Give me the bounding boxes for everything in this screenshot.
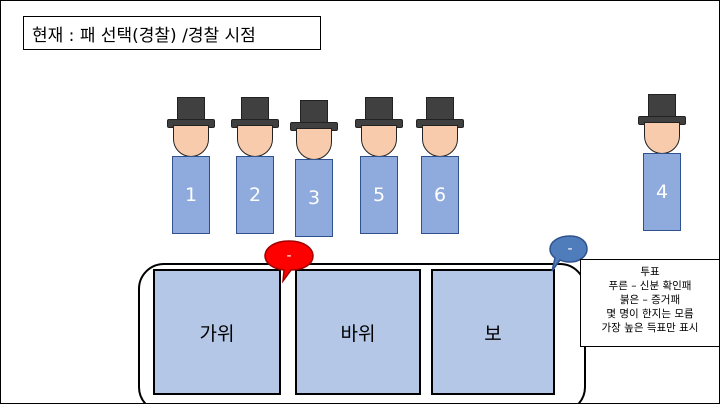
card-rock[interactable]: 바위 (295, 269, 421, 395)
player-number: 3 (307, 187, 321, 209)
card-scissors[interactable]: 가위 (153, 269, 281, 395)
player-1[interactable]: 1 (165, 97, 217, 237)
card-label: 가위 (199, 322, 235, 345)
player-body: 2 (236, 156, 274, 234)
hat-icon (365, 97, 393, 121)
player-3[interactable]: 3 (288, 100, 340, 240)
marker-label: - (567, 241, 573, 257)
hat-icon (241, 97, 269, 121)
marker-label: - (286, 248, 292, 264)
vote-legend-title: 투표 (640, 266, 660, 278)
face (361, 125, 397, 157)
face (237, 125, 273, 157)
hat-icon (648, 94, 676, 118)
player-5[interactable]: 5 (353, 97, 405, 237)
vote-legend-line: 붉은 – 증거패 (619, 294, 681, 306)
player-body: 1 (172, 156, 210, 234)
hat-icon (426, 97, 454, 121)
card-paper[interactable]: 보 (431, 269, 555, 395)
speech-bubble-icon (264, 240, 314, 284)
vote-legend-line: 가장 높은 득표만 표시 (601, 322, 699, 334)
player-body: 5 (360, 156, 398, 234)
vote-legend-line: 푸른 – 신분 확인패 (608, 280, 692, 292)
current-phase-box: 현재 : 패 선택(경찰) /경찰 시점 (23, 16, 321, 50)
face (422, 125, 458, 157)
face (296, 128, 332, 160)
vote-legend-line: 몇 명이 한지는 모름 (606, 308, 694, 320)
current-phase-label: 현재 : 패 선택(경찰) /경찰 시점 (32, 25, 256, 46)
player-body: 4 (643, 153, 681, 231)
red-vote-marker: - (263, 239, 315, 284)
player-body: 6 (421, 156, 459, 234)
player-body: 3 (295, 159, 333, 237)
player-number: 5 (372, 184, 386, 206)
player-number: 4 (655, 181, 669, 203)
face (173, 125, 209, 157)
player-6[interactable]: 6 (414, 97, 466, 237)
card-label: 보 (484, 322, 502, 345)
player-2[interactable]: 2 (229, 97, 281, 237)
player-number: 2 (248, 184, 262, 206)
speech-bubble-icon (549, 235, 588, 272)
player-4[interactable]: 4 (636, 94, 688, 234)
face (644, 122, 680, 154)
card-label: 바위 (340, 322, 376, 345)
hat-icon (177, 97, 205, 121)
blue-vote-marker: - (547, 234, 589, 274)
vote-legend: 투표 푸른 – 신분 확인패 붉은 – 증거패 몇 명이 한지는 모름 가장 높… (580, 259, 719, 347)
player-number: 1 (184, 184, 198, 206)
hat-icon (300, 100, 328, 124)
player-number: 6 (433, 184, 447, 206)
